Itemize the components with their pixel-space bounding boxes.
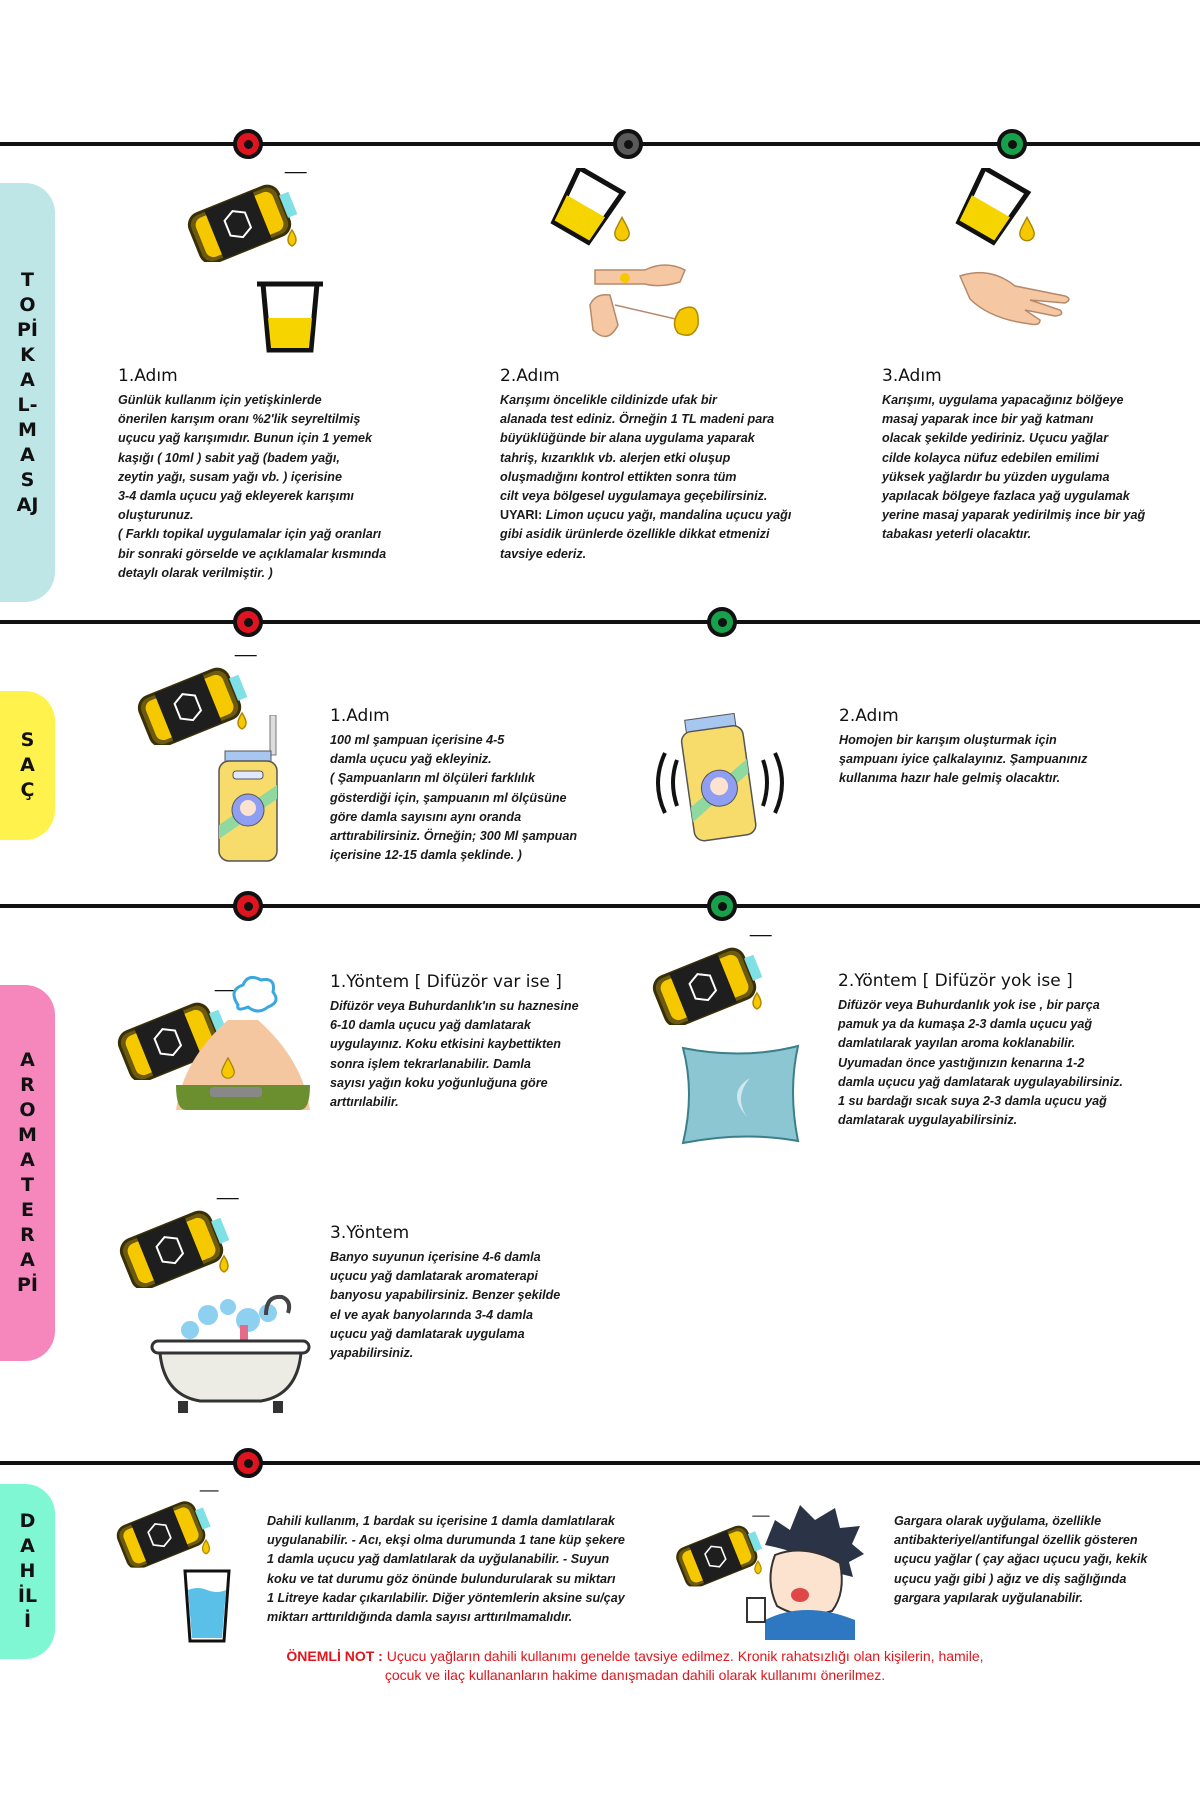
section-tab-dahili: DAHİLİ — [0, 1484, 55, 1659]
oil-bottle-icon — [645, 935, 785, 1025]
section-tab-aromaterapi: AROMATERAPİ — [0, 985, 55, 1361]
divider-line — [0, 620, 1200, 624]
note-label: ÖNEMLİ NOT : — [286, 1648, 383, 1664]
divider-line — [0, 904, 1200, 908]
method-title: 2.Yöntem [ Difüzör yok ise ] — [838, 971, 1073, 991]
method-title: 1.Yöntem [ Difüzör var ise ] — [330, 972, 562, 992]
shaking-shampoo-icon — [656, 712, 784, 842]
oil-bottle-icon — [110, 1490, 230, 1568]
bathtub-icon — [150, 1294, 311, 1413]
tab-label: TOPİKAL-MASAJ — [16, 268, 39, 516]
step-text: Karışımı öncelikle cildinizde ufak bir a… — [500, 393, 775, 504]
timeline-dot-green — [707, 607, 737, 637]
tab-label: AROMATERAPİ — [17, 1049, 38, 1296]
dahili-text-1: Dahili kullanım, 1 bardak su içerisine 1… — [267, 1512, 667, 1627]
sac-step-2: 2.Adım Homojen bir karışım oluşturmak iç… — [839, 706, 1169, 789]
tab-label: DAHİLİ — [17, 1510, 38, 1632]
step-text: 100 ml şampuan içerisine 4-5 damla uçucu… — [330, 733, 578, 863]
beaker-pour-icon — [550, 168, 630, 246]
gargle-person-icon — [746, 1505, 864, 1640]
warning-text: Limon uçucu yağı, mandalina uçucu yağı g… — [500, 508, 792, 561]
topikal-step-2: 2.Adım Karışımı öncelikle cildinizde ufa… — [500, 366, 830, 564]
diffuser-icon — [176, 975, 310, 1110]
aroma-method-2: 2.Yöntem [ Difüzör yok ise ] Difüzör vey… — [838, 971, 1178, 1130]
divider-line — [0, 142, 1200, 146]
timeline-dot-gray — [613, 129, 643, 159]
note-text: Uçucu yağların dahili kullanımı genelde … — [384, 1648, 984, 1683]
beaker-pour-icon — [955, 168, 1035, 246]
step-title: 2.Adım — [500, 366, 560, 386]
timeline-dot-red — [233, 891, 263, 921]
step-text: Günlük kullanım için yetişkinlerde öneri… — [118, 393, 387, 580]
divider-line — [0, 1461, 1200, 1465]
step-title: 2.Adım — [839, 706, 899, 726]
timeline-dot-red — [233, 129, 263, 159]
section-tab-topikal-masaj: TOPİKAL-MASAJ — [0, 183, 55, 602]
dahili-water-text: Dahili kullanım, 1 bardak su içerisine 1… — [267, 1514, 625, 1625]
step-title: 1.Adım — [118, 366, 178, 386]
beaker-icon — [257, 281, 323, 353]
timeline-dot-green — [707, 891, 737, 921]
hand-test-icon — [589, 264, 699, 338]
important-note: ÖNEMLİ NOT : Uçucu yağların dahili kulla… — [240, 1647, 1030, 1685]
topikal-step-3: 3.Adım Karışımı, uygulama yapacağınız bö… — [882, 366, 1200, 545]
hand-icon — [958, 271, 1070, 326]
step-title: 3.Adım — [882, 366, 942, 386]
aroma-method-3: 3.Yöntem Banyo suyunun içerisine 4-6 dam… — [330, 1223, 620, 1363]
timeline-dot-green — [997, 129, 1027, 159]
shampoo-icon — [218, 715, 278, 862]
section-tab-sac: SAÇ — [0, 691, 55, 840]
topikal-step-1: 1.Adım Günlük kullanım için yetişkinlerd… — [118, 366, 438, 583]
dahili-gargle-text: Gargara olarak uyğulama, özellikle antib… — [894, 1514, 1148, 1605]
method-text: Banyo suyunun içerisine 4-6 damla uçucu … — [330, 1250, 561, 1361]
step-text: Karışımı, uygulama yapacağınız bölğeye m… — [882, 393, 1146, 542]
step-text: Homojen bir karışım oluşturmak için şamp… — [839, 733, 1088, 786]
timeline-dot-red — [233, 1448, 263, 1478]
step-title: 1.Adım — [330, 706, 390, 726]
oil-bottle-icon — [112, 1198, 252, 1288]
pillow-icon — [681, 1044, 800, 1145]
oil-bottle-icon — [180, 172, 320, 262]
aroma-method-1: 1.Yöntem [ Difüzör var ise ] Difüzör vey… — [330, 972, 630, 1112]
method-text: Difüzör veya Buhurdanlık yok ise , bir p… — [838, 998, 1123, 1128]
method-text: Difüzör veya Buhurdanlık'ın su haznesine… — [330, 999, 579, 1110]
tab-label: SAÇ — [20, 729, 35, 801]
sac-step-1: 1.Adım 100 ml şampuan içerisine 4-5 daml… — [330, 706, 630, 865]
method-title: 3.Yöntem — [330, 1223, 410, 1243]
water-glass-icon — [183, 1569, 231, 1643]
dahili-text-2: Gargara olarak uyğulama, özellikle antib… — [894, 1512, 1194, 1608]
warning-label: UYARI: — [500, 508, 543, 523]
timeline-dot-red — [233, 607, 263, 637]
